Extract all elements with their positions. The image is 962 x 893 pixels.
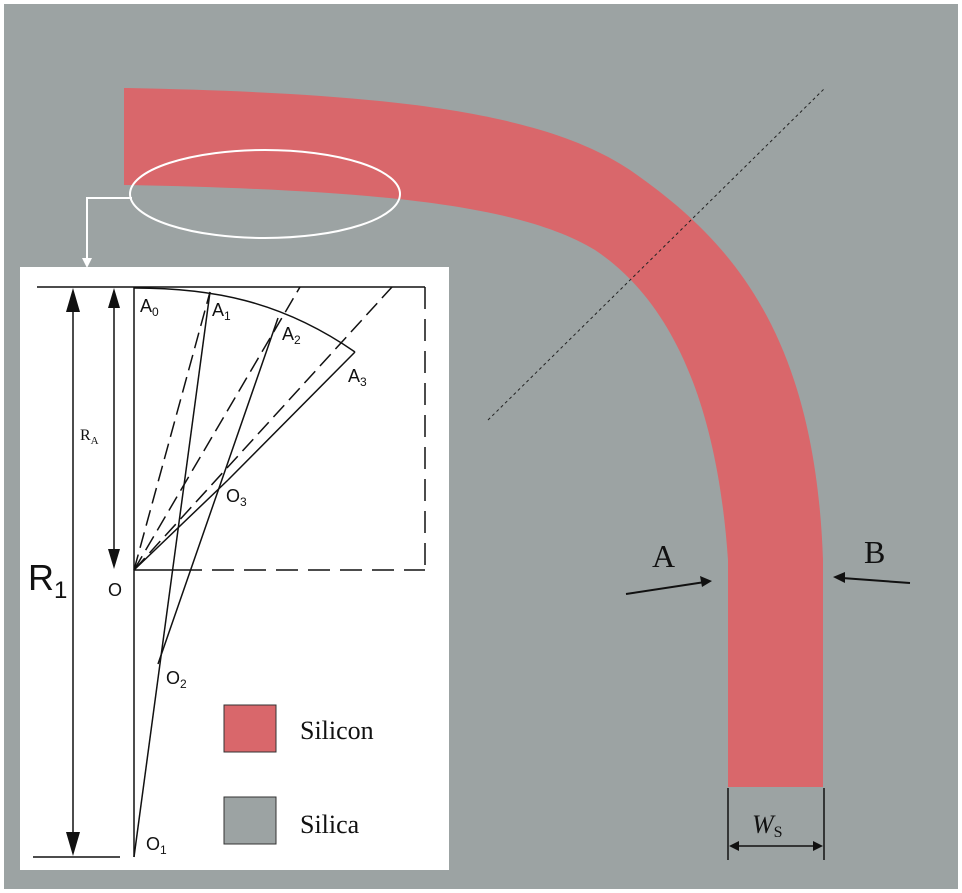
center-label-o2: O2: [166, 668, 187, 691]
origin-label: O: [108, 580, 122, 600]
point-label-a2: A2: [282, 324, 301, 347]
input-label: A: [652, 538, 675, 574]
callout-connector: [86, 197, 132, 262]
inset-panel: R1 RA A0 A1 A2 A3: [20, 267, 449, 870]
dashed-o-a2: [133, 286, 301, 571]
center-label-o1: O1: [146, 834, 167, 857]
legend-swatch-silica: [223, 796, 277, 845]
line-o-o3: [133, 479, 229, 571]
line-o3-a3: [227, 351, 356, 481]
output-label: B: [864, 534, 885, 570]
width-label: WS: [752, 810, 783, 841]
input-arrow-head: [700, 576, 712, 587]
callout-ellipse: [129, 149, 401, 239]
center-label-o3: O3: [226, 486, 247, 509]
input-arrow-shaft: [625, 581, 706, 595]
ra-arrow-bottom: [108, 549, 120, 569]
legend-label-silicon: Silicon: [300, 716, 374, 745]
legend-label-silica: Silica: [300, 810, 360, 839]
symmetry-dotted-line: [487, 87, 826, 421]
dashed-o-a3: [133, 286, 393, 571]
dashed-o-a1: [133, 291, 211, 571]
point-label-a0: A0: [140, 296, 159, 319]
point-label-a1: A1: [212, 300, 231, 323]
inset-background: [20, 267, 449, 870]
line-o1-a1: [133, 291, 211, 858]
ra-arrow-top: [108, 288, 120, 308]
callout-arrowhead: [82, 258, 92, 268]
r1-arrow-top: [66, 288, 80, 312]
point-label-a3: A3: [348, 366, 367, 389]
ra-label: RA: [80, 427, 99, 447]
output-arrow-shaft: [841, 577, 911, 584]
width-arrow-right: [813, 841, 823, 851]
line-o2-a2: [157, 317, 279, 665]
legend-swatch-silicon: [223, 704, 277, 753]
width-arrow-left: [729, 841, 739, 851]
output-arrow-head: [833, 572, 845, 583]
r1-label: R1: [28, 557, 67, 604]
inset-arc-curve: [133, 287, 356, 353]
r1-arrow-bottom: [66, 832, 80, 856]
